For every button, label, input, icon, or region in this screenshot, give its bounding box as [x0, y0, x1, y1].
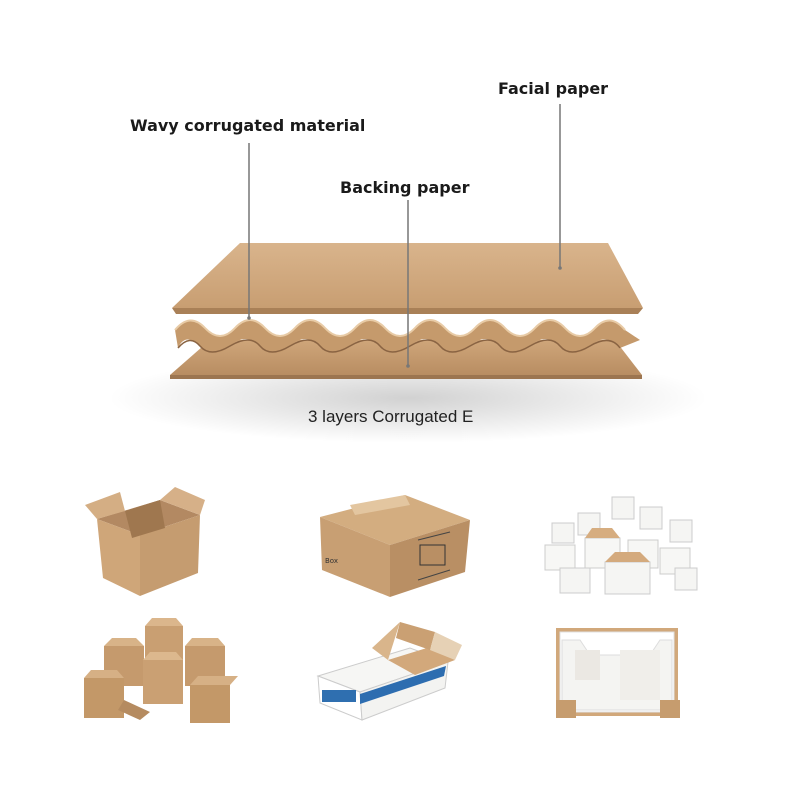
printed-kraft-box-image: Box [320, 495, 470, 597]
open-tray-boxes-image [556, 628, 680, 718]
diagram-caption: 3 layers Corrugated E [308, 407, 474, 426]
facial-paper-label: Facial paper [498, 79, 609, 98]
box-brand-text: Box [325, 557, 338, 565]
backing-paper-label: Backing paper [340, 178, 470, 197]
wavy-corrugated-label: Wavy corrugated material [130, 116, 366, 135]
white-boxes-cluster-image [544, 496, 698, 595]
white-printed-box-image [316, 622, 462, 721]
open-kraft-box-image [85, 487, 205, 596]
kraft-boxes-cluster-image [84, 618, 238, 723]
